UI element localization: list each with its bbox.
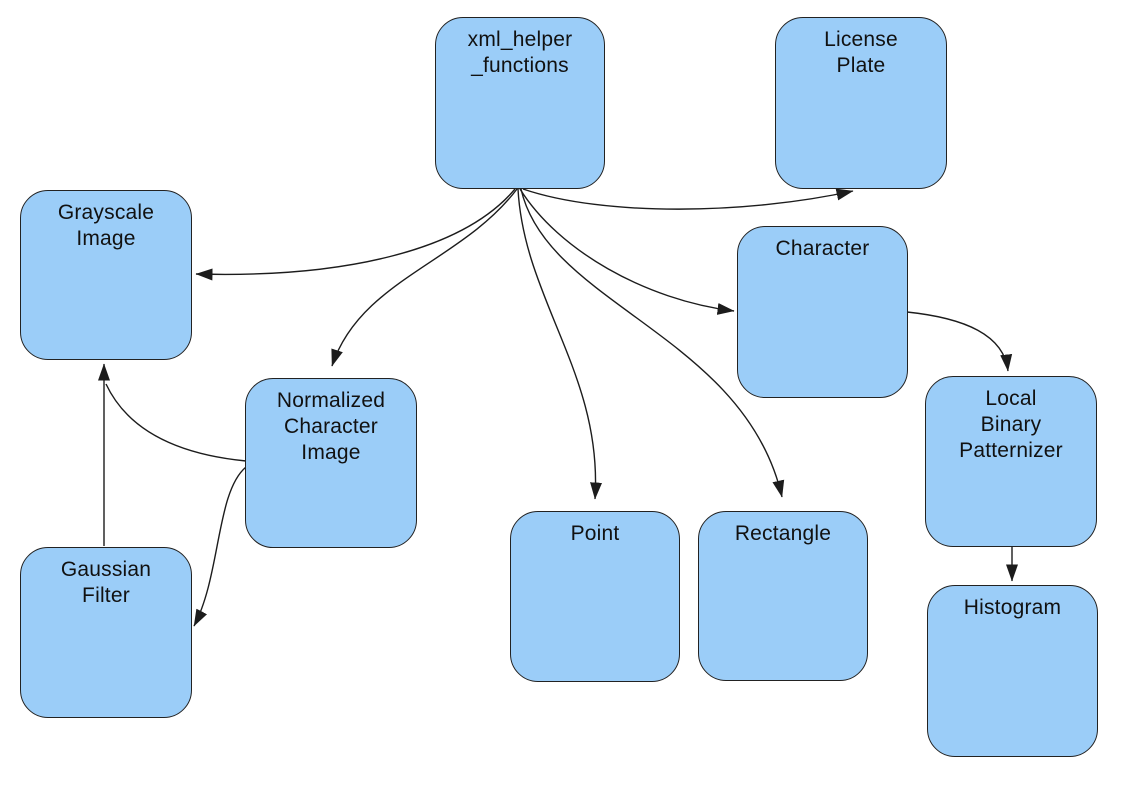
node-xml-helper-functions: xml_helper _functions [435,17,605,189]
node-normalized-character-image: Normalized Character Image [245,378,417,548]
node-label-gaussian-filter: Gaussian Filter [60,558,152,607]
node-label-local-binary-patternizer: Local Binary Patternizer [959,387,1063,462]
node-license-plate: License Plate [775,17,947,189]
node-label-license-plate: License Plate [824,28,898,77]
edge-xml-helper-functions-to-point [517,188,603,500]
edge-xml-helper-functions-to-rectangle [520,188,785,498]
node-label-normalized-character-image: Normalized Character Image [276,389,386,464]
edge-normalized-character-image-to-grayscale-image [105,383,247,462]
node-label-rectangle: Rectangle [734,522,832,545]
node-label-xml-helper-functions: xml_helper _functions [467,28,573,77]
node-label-character: Character [775,237,870,260]
node-label-point: Point [570,522,620,545]
node-label-grayscale-image: Grayscale Image [57,201,155,250]
node-label-histogram: Histogram [963,596,1062,619]
edge-xml-helper-functions-to-license-plate [522,188,854,210]
node-grayscale-image: Grayscale Image [20,190,192,360]
node-gaussian-filter: Gaussian Filter [20,547,192,718]
node-histogram: Histogram [927,585,1098,757]
node-character: Character [737,226,908,398]
edge-xml-helper-functions-to-grayscale-image [195,188,516,281]
node-rectangle: Rectangle [698,511,868,681]
edge-xml-helper-functions-to-character [519,188,735,315]
node-point: Point [510,511,680,682]
edge-character-to-local-binary-patternizer [906,311,1013,372]
edge-normalized-character-image-to-gaussian-filter [193,466,247,627]
node-local-binary-patternizer: Local Binary Patternizer [925,376,1097,547]
edge-xml-helper-functions-to-normalized-character-image [331,188,518,367]
